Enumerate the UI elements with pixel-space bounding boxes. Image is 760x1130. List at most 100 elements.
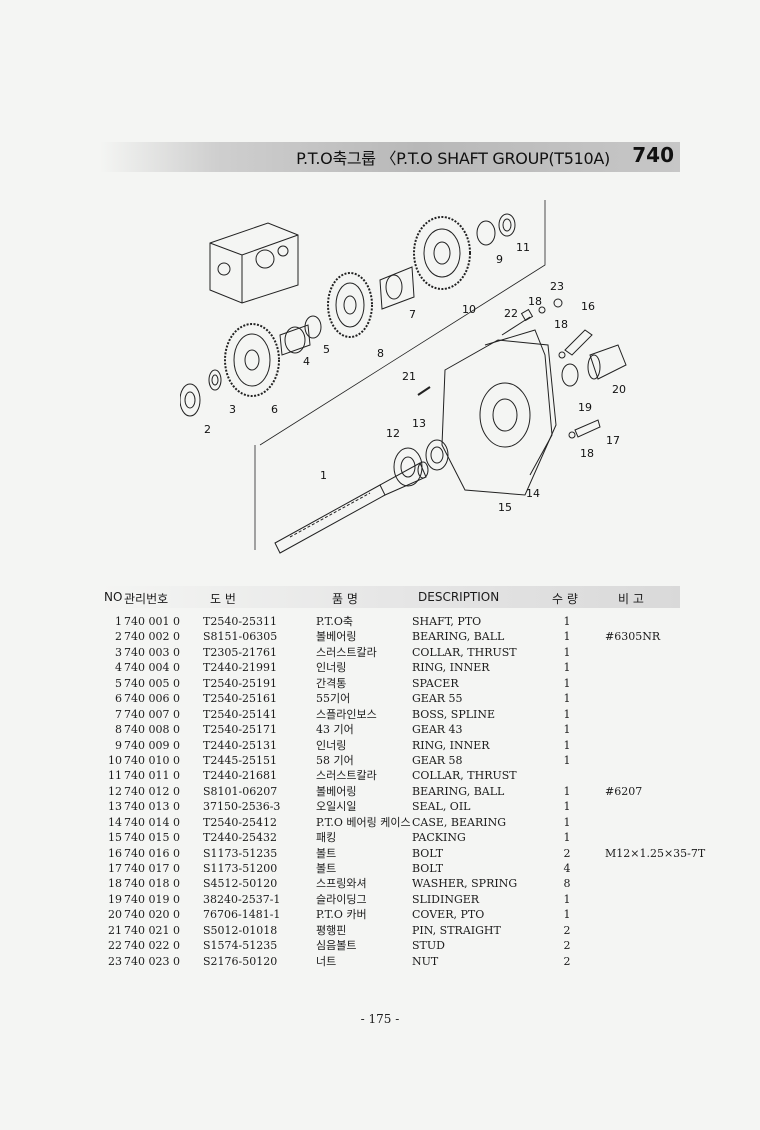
page-number: - 175 -	[360, 1012, 400, 1026]
row-description: RING, INNER	[412, 661, 490, 675]
row-mgmt: 740 015 0	[124, 831, 180, 845]
row-description: BEARING, BALL	[412, 630, 505, 644]
row-qty: 8	[563, 877, 571, 891]
row-drawing: S1574-51235	[203, 939, 278, 953]
callout-label: 16	[581, 300, 595, 313]
row-no: 12	[108, 784, 122, 798]
row-mgmt: 740 021 0	[124, 923, 180, 937]
row-qty: 1	[563, 707, 571, 721]
row-no: 1	[115, 615, 122, 628]
row-mgmt: 740 017 0	[124, 862, 180, 875]
callout-label: 17	[606, 434, 620, 447]
header-description: DESCRIPTION	[418, 590, 500, 604]
row-description: SHAFT, PTO	[412, 615, 482, 628]
row-note: #6207	[605, 784, 643, 798]
row-qty: 1	[563, 615, 571, 628]
row-name: 58 기어	[316, 753, 354, 767]
row-qty: 4	[563, 862, 571, 875]
row-name: 스러스트칼라	[316, 769, 377, 783]
row-name: 55기어	[316, 692, 351, 706]
row-qty: 1	[563, 738, 571, 752]
row-name: P.T.O 베어링 케이스	[316, 815, 411, 829]
row-no: 21	[108, 923, 122, 937]
row-mgmt: 740 006 0	[124, 692, 180, 706]
row-qty: 1	[563, 831, 571, 845]
row-drawing: S8151-06305	[203, 630, 278, 644]
row-no: 3	[115, 645, 122, 659]
row-description: COLLAR, THRUST	[412, 645, 517, 659]
row-drawing: S8101-06207	[203, 784, 278, 798]
row-qty: 1	[563, 645, 571, 659]
row-qty: 1	[563, 892, 571, 906]
row-qty: 1	[563, 630, 571, 644]
header-no: NO	[104, 590, 123, 604]
row-description: GEAR 43	[412, 723, 463, 737]
row-qty: 2	[563, 939, 571, 953]
row-description: GEAR 58	[412, 753, 463, 767]
row-mgmt: 740 007 0	[124, 707, 180, 721]
row-description: WASHER, SPRING	[412, 877, 518, 891]
callout-label: 8	[377, 347, 384, 360]
callout-label: 15	[498, 501, 512, 514]
row-mgmt: 740 004 0	[124, 661, 180, 675]
header-mgmt: 관리번호	[124, 592, 169, 606]
row-qty: 1	[563, 753, 571, 767]
row-mgmt: 740 008 0	[124, 723, 180, 737]
row-name: 심음볼트	[316, 939, 357, 953]
row-name: 간격통	[316, 676, 347, 690]
row-name: 볼베어링	[316, 630, 357, 644]
row-drawing: 37150-2536-3	[203, 800, 281, 814]
row-no: 16	[108, 846, 122, 860]
row-drawing: T2440-21681	[203, 769, 278, 783]
row-description: BEARING, BALL	[412, 784, 505, 798]
callout-label: 3	[229, 403, 236, 416]
row-name: 너트	[316, 954, 337, 968]
row-drawing: T2540-25171	[203, 723, 278, 737]
callout-label: 12	[386, 427, 400, 440]
callout-label: 4	[303, 355, 310, 368]
row-drawing: T2305-21761	[203, 645, 278, 659]
row-no: 19	[108, 892, 122, 906]
gear-6-illustration	[224, 323, 280, 397]
header-drawing: 도 번	[210, 592, 236, 606]
gear-10-illustration	[413, 216, 471, 290]
row-description: BOLT	[412, 846, 444, 860]
row-note: M12×1.25×35-7T	[605, 846, 706, 860]
row-description: BOLT	[412, 862, 444, 875]
row-no: 13	[108, 800, 122, 814]
row-description: STUD	[412, 939, 445, 953]
callout-label: 2	[204, 423, 211, 436]
callout-label: 22	[504, 307, 518, 320]
header-name: 품 명	[332, 592, 358, 606]
row-drawing: S1173-51235	[203, 846, 278, 860]
row-description: SPACER	[412, 676, 459, 690]
callout-label: 18	[554, 318, 568, 331]
row-name: 볼베어링	[316, 784, 357, 798]
row-mgmt: 740 022 0	[124, 939, 180, 953]
row-qty: 1	[563, 661, 571, 675]
group-code: 740	[632, 143, 674, 167]
header-qty: 수 량	[552, 592, 578, 606]
row-name: 슬라이딩그	[316, 892, 367, 906]
row-description: PACKING	[412, 831, 466, 845]
row-no: 9	[115, 738, 122, 752]
row-mgmt: 740 011 0	[124, 769, 180, 783]
row-no: 17	[108, 862, 122, 875]
row-qty: 2	[563, 954, 571, 968]
row-no: 7	[115, 707, 122, 721]
row-name: 43 기어	[316, 723, 354, 737]
